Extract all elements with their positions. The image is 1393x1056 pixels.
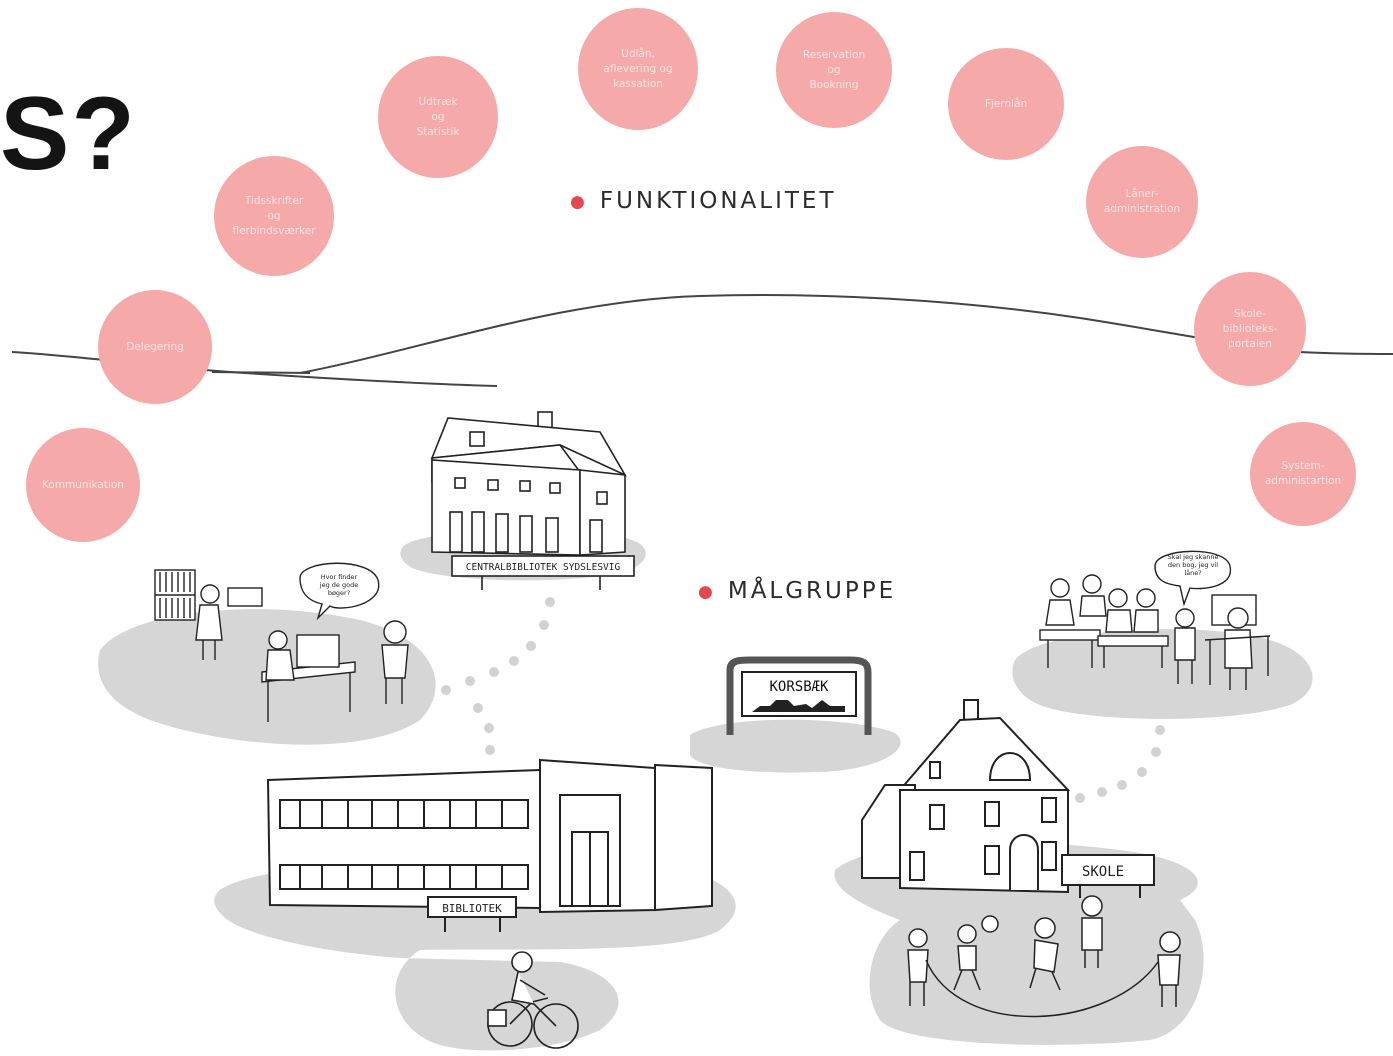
ground-korsbaek bbox=[690, 719, 901, 773]
bubble-kommunikation: Kommunikation bbox=[26, 428, 140, 542]
ground-school bbox=[834, 841, 1204, 1045]
library-interior bbox=[154, 562, 409, 722]
bubble-laaneradministration: Låner- administration bbox=[1086, 146, 1198, 258]
section-label-malgruppe: ●MÅLGRUPPE bbox=[698, 578, 897, 604]
bibliotek-sign-label: BIBLIOTEK bbox=[442, 902, 502, 915]
bullet-dot-icon: ● bbox=[570, 191, 588, 212]
section-label-funktionalitet: ●FUNKTIONALITET bbox=[570, 188, 837, 214]
bubble-fjernlaan: Fjernlån bbox=[948, 48, 1064, 160]
svg-text:Hvor finder: Hvor finder bbox=[321, 573, 358, 581]
svg-text:bøger?: bøger? bbox=[328, 589, 350, 597]
bubble-udtraek: Udtræk og Statistik bbox=[378, 56, 498, 178]
horizon-line bbox=[11, 351, 498, 387]
svg-text:den bog, jeg vil: den bog, jeg vil bbox=[1168, 561, 1218, 569]
korsbaek-sign-label: KORSBÆK bbox=[769, 679, 829, 695]
school-building bbox=[861, 699, 1155, 898]
bullet-dot-icon: ● bbox=[698, 581, 716, 602]
bubble-tidsskrifter: Tidsskrifter og flerbindsværker bbox=[214, 156, 334, 276]
bubble-reservation: Reservation og Bookning bbox=[776, 12, 892, 128]
svg-text:jeg de gode: jeg de gode bbox=[319, 581, 358, 589]
page-title-fragment: S? bbox=[0, 76, 137, 192]
bubble-skolebiblioteksportalen: Skole- biblioteks- portalen bbox=[1194, 272, 1306, 386]
dotted-connectors bbox=[441, 597, 1165, 803]
playground-kids bbox=[907, 895, 1181, 1018]
bubble-delegering: Delegering bbox=[98, 290, 212, 404]
bubble-udlaan: Udlån, aflevering og kassation bbox=[578, 8, 698, 130]
svg-text:Skal jeg skanne: Skal jeg skanne bbox=[1168, 553, 1219, 561]
central-sign-label: CENTRALBIBLIOTEK SYDSLESVIG bbox=[466, 562, 621, 573]
svg-text:låne?: låne? bbox=[1184, 568, 1201, 577]
classroom-scene bbox=[1039, 550, 1271, 690]
central-library-building bbox=[430, 411, 635, 590]
korsbaek-sign bbox=[726, 656, 872, 735]
bibliotek-building bbox=[266, 758, 713, 932]
cyclist bbox=[487, 951, 579, 1049]
skole-sign-label: SKOLE bbox=[1082, 864, 1124, 880]
bubble-systemadministration: System- administartion bbox=[1250, 422, 1356, 526]
